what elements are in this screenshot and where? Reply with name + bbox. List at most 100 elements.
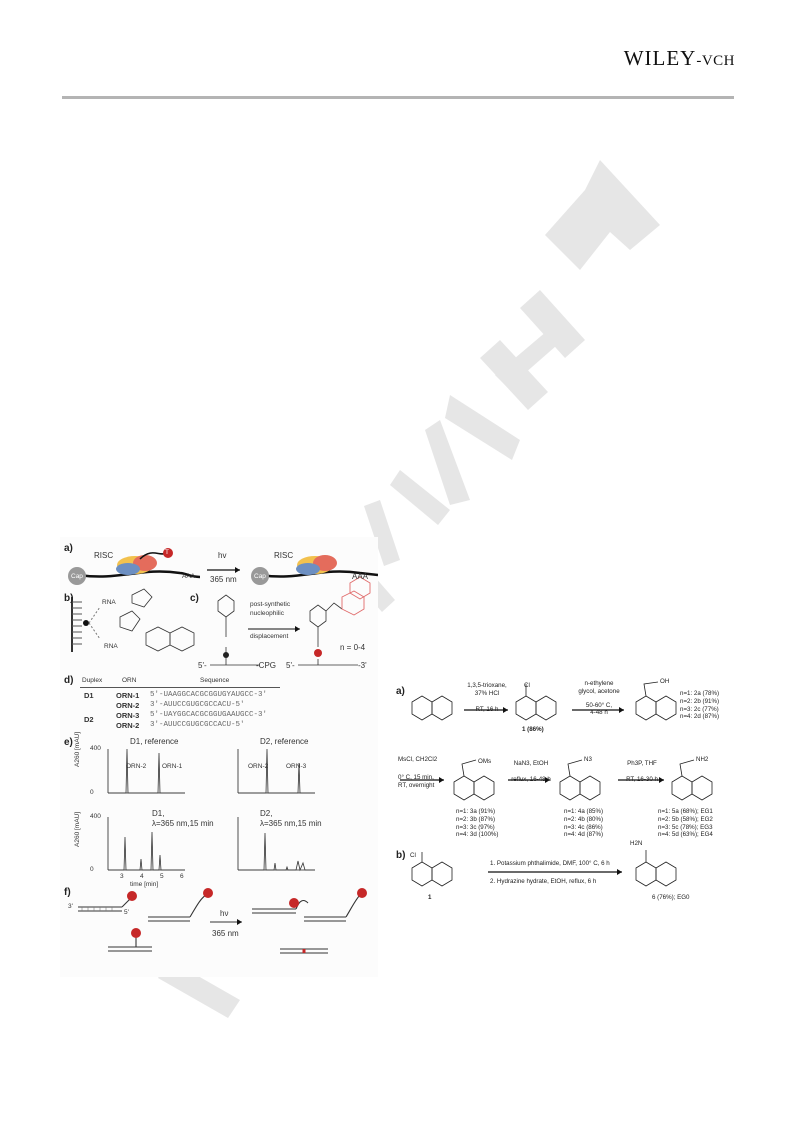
risc-label-2: RISC xyxy=(274,551,294,560)
y-tick: 400 xyxy=(90,813,101,820)
orn-name: ORN-3 xyxy=(116,711,140,720)
figure-left: a) RISC Cap AAA T hv 365 nm RISC Cap AAA… xyxy=(60,537,379,977)
reagent-line: 0° C, 15 min, xyxy=(398,773,434,781)
irradiation-label: λ=365 nm,15 min xyxy=(260,819,322,828)
atom-label-cl: Cl xyxy=(410,852,416,859)
atom-label-oms: OMs xyxy=(478,758,492,765)
prod-3-label: -3' xyxy=(358,661,367,670)
figure-left-graphics xyxy=(68,548,379,954)
irradiation-label: λ=365 nm,15 min xyxy=(152,819,214,828)
publisher-name: Wiley xyxy=(623,46,697,70)
table-divider xyxy=(80,687,280,688)
peak-label: ORN-2 xyxy=(248,763,269,770)
wavelength-label: 365 nm xyxy=(210,575,237,584)
chart-title-d1-ref: D1, reference xyxy=(130,737,179,746)
yield-line: n=4: 5d (63%); EG4 xyxy=(658,831,713,839)
rna-top-label: RNA xyxy=(102,599,116,606)
x-tick: 3 xyxy=(120,873,124,880)
x-tick: 6 xyxy=(180,873,184,880)
trigger-t-icon xyxy=(289,898,299,908)
scheme-panel-label-b: b) xyxy=(396,850,406,861)
x-axis-label: time [min] xyxy=(130,881,159,888)
step3-reagents: MsCl, CH2Cl2 0° C, 15 min, RT, overnight xyxy=(398,756,437,789)
table-header-sequence: Sequence xyxy=(200,677,230,684)
reagent-line: reflux, 16-48 h xyxy=(511,775,551,783)
peak-label: ORN-2 xyxy=(126,763,147,770)
panel-label-c: c) xyxy=(190,593,199,604)
yield-line: n=3: 4c (86%) xyxy=(564,823,603,831)
atom-label-n3: N3 xyxy=(584,756,592,763)
y-axis-label: A260 [mAU] xyxy=(74,811,81,847)
yields-4: n=1: 4a (85%) n=2: 4b (80%) n=3: 4c (86%… xyxy=(564,808,603,839)
yields-5: n=1: 5a (68%); EG1 n=2: 5b (58%); EG2 n=… xyxy=(658,808,713,839)
yield-line: n=1: 5a (68%); EG1 xyxy=(658,808,713,815)
y-tick: 0 xyxy=(90,789,94,796)
panel-label-b: b) xyxy=(64,593,74,604)
yield-line: n=3: 3c (97%) xyxy=(456,823,495,831)
cap-label: Cap xyxy=(71,573,83,580)
panel-b xyxy=(71,588,195,652)
table-header-duplex: Duplex xyxy=(82,677,103,684)
reagent-line: RT, 16-30 h xyxy=(626,775,658,783)
orn-name: ORN-2 xyxy=(116,701,140,710)
panel-label-f: f) xyxy=(64,887,71,898)
panel-label-d: d) xyxy=(64,675,74,686)
yields-3: n=1: 3a (91%) n=2: 3b (87%) n=3: 3c (97%… xyxy=(456,808,498,839)
cap-label-2: Cap xyxy=(254,573,266,580)
prod-5-label: 5'- xyxy=(286,661,295,670)
yield-line: n=1: 4a (85%) xyxy=(564,808,604,815)
atom-label-oh: OH xyxy=(660,678,670,685)
x-tick: 4 xyxy=(140,873,144,880)
polya-label-2: AAA xyxy=(352,572,369,581)
yield-line: n=1: 3a (91%) xyxy=(456,808,496,815)
panel-c xyxy=(210,576,371,666)
product-6-label: 6 (76%); EG0 xyxy=(652,894,690,901)
reagent-line: 50-60° C, xyxy=(585,701,613,709)
reagent-b1: 1. Potassium phthalimide, DMF, 100° C, 6… xyxy=(490,860,610,867)
step4-reagents: NaN3, EtOH reflux, 16-48 h xyxy=(510,760,552,784)
figure-right: a) 1,3,5-trioxane, 37% HCl RT, 16 h Cl 1… xyxy=(396,678,736,920)
panel-a xyxy=(68,548,379,585)
trigger-label: T xyxy=(165,549,169,556)
reagent-line: n-ethylene xyxy=(584,680,614,687)
risc-label: RISC xyxy=(94,551,114,560)
polya-label: AAA xyxy=(182,573,196,580)
n-range-label: n = 0-4 xyxy=(340,643,366,652)
strand-end-3: 3' xyxy=(68,903,73,910)
chart-title-d2-ref: D2, reference xyxy=(260,737,309,746)
chart-title-d2-irr: D2, xyxy=(260,809,273,818)
synthesis-scheme-graphics xyxy=(400,681,713,887)
sequence-text: 3'-AUUCCGUGCGCCACU-5' xyxy=(150,721,245,729)
publisher-suffix: -VCH xyxy=(696,53,735,69)
step5-reagents: Ph3P, THF RT, 16-30 h xyxy=(620,760,664,784)
publisher-logo: Wiley-VCH xyxy=(624,46,735,71)
trigger-t-icon xyxy=(357,888,367,898)
trigger-t-icon xyxy=(127,891,137,901)
reagent-line: RT, overnight xyxy=(398,781,435,789)
reagent-line: 4-48 h xyxy=(590,709,608,717)
chart-title-d1-irr: D1, xyxy=(152,809,165,818)
step2-reagents: n-ethylene glycol, acetone 50-60° C, 4-4… xyxy=(574,680,624,717)
orn-name: ORN-2 xyxy=(116,721,140,730)
yield-line: n=3: 2c (77%) xyxy=(680,705,719,713)
panel-e xyxy=(107,748,315,872)
wavelength-label-f: 365 nm xyxy=(212,929,239,938)
panel-f xyxy=(78,894,361,954)
reagent-b2: 2. Hydrazine hydrate, EtOH, reflux, 6 h xyxy=(490,878,597,885)
yield-line: n=4: 4d (87%) xyxy=(564,831,604,839)
yield-line: n=2: 2b (91%) xyxy=(680,697,720,705)
duplex-d2: D2 xyxy=(84,715,94,724)
y-tick: 0 xyxy=(90,866,94,873)
compound-1-label-b: 1 xyxy=(428,894,432,901)
yields-2: n=1: 2a (78%) n=2: 2b (91%) n=3: 2c (77%… xyxy=(680,690,719,721)
yield-line: n=1: 2a (78%) xyxy=(680,690,720,697)
hv-label: hv xyxy=(218,551,227,560)
yield-line: n=3: 5c (78%); EG3 xyxy=(658,823,713,831)
peak-label: ORN-3 xyxy=(286,763,307,770)
trigger-t-icon xyxy=(131,928,141,938)
reagent-line: 1,3,5-trioxane, xyxy=(467,682,507,689)
yield-line: n=2: 3b (87%) xyxy=(456,815,496,823)
reagent-line: NaN3, EtOH xyxy=(513,760,549,767)
cpg-5-label: 5'- xyxy=(198,661,207,670)
reagent-line: 37% HCl xyxy=(474,689,500,697)
